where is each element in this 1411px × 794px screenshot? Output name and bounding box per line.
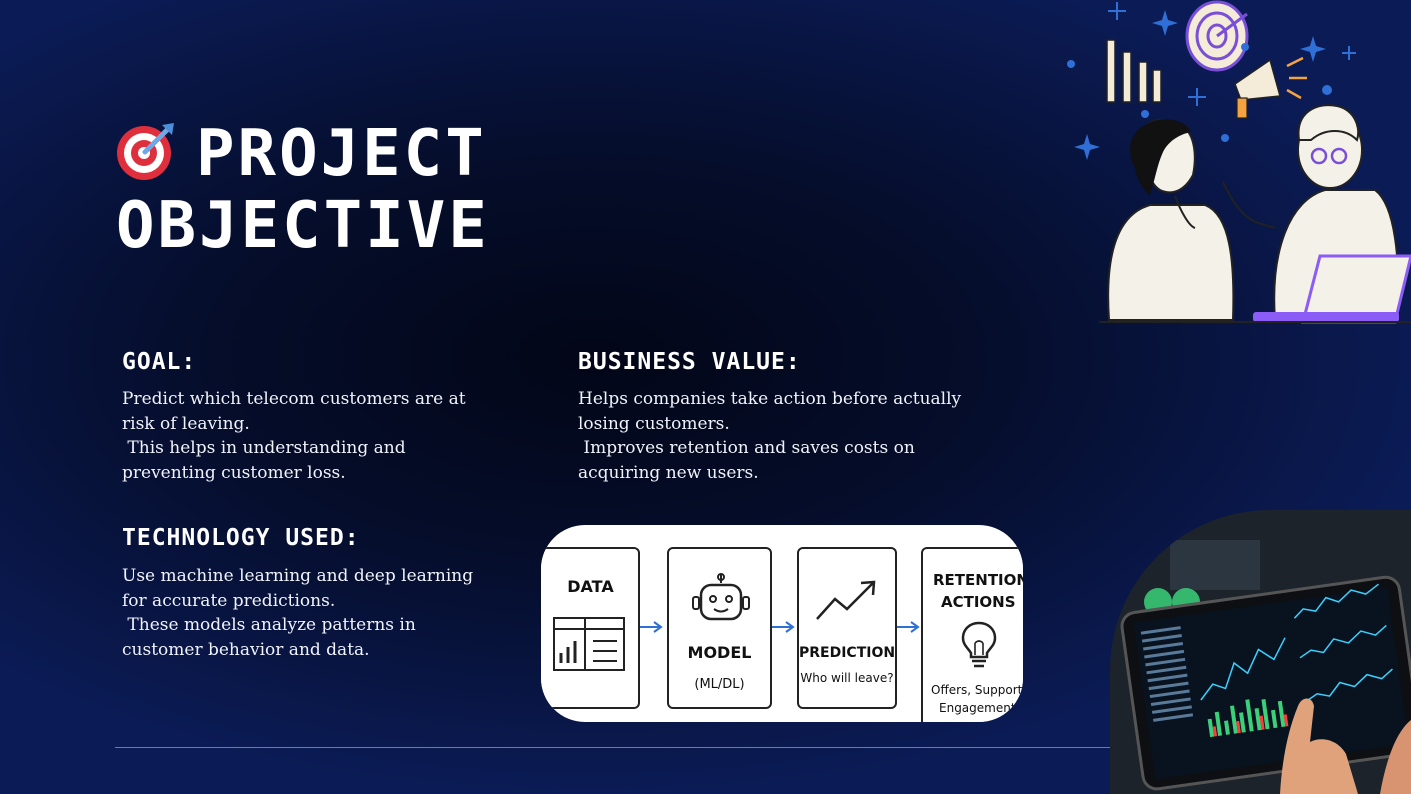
robot-icon	[692, 573, 750, 621]
flow-step-data: DATA	[541, 547, 640, 709]
flow-step-model: MODEL (ML/DL)	[667, 547, 772, 709]
goal-heading: GOAL:	[122, 349, 197, 375]
page-title: PROJECT OBJECTIVE	[116, 118, 490, 262]
flow-arrow-1	[640, 621, 663, 633]
sparkle-decorations	[1067, 10, 1332, 160]
lightbulb-icon	[961, 621, 997, 668]
target-dart-icon	[117, 123, 174, 180]
title-line-1: PROJECT	[116, 118, 490, 190]
megaphone-illustration	[1234, 56, 1307, 119]
technology-text: Use machine learning and deep learning f…	[122, 566, 474, 660]
business-value-text: Helps companies take action before actua…	[578, 389, 962, 483]
flow-step-prediction: PREDICTION Who will leave?	[797, 547, 897, 709]
title-line-2: OBJECTIVE	[116, 189, 490, 263]
technology-heading: TECHNOLOGY USED:	[122, 525, 360, 551]
workflow-diagram: DATA MODEL (ML/DL)	[541, 525, 1023, 722]
bar-chart-illustration	[1106, 39, 1162, 103]
flow-arrow-2	[772, 621, 795, 633]
plus-decorations	[1108, 2, 1356, 106]
flow-step-retention: RETENTION ACTIONS Offers, Support Engage…	[921, 547, 1023, 722]
business-value-heading: BUSINESS VALUE:	[578, 349, 801, 375]
footer-divider	[115, 747, 1130, 748]
tablet-dashboard-graphic	[1110, 510, 1411, 794]
goal-text: Predict which telecom customers are at r…	[122, 389, 466, 483]
flow-arrow-3	[897, 621, 920, 633]
woman-figure	[1107, 119, 1235, 321]
dartboard-illustration	[1185, 0, 1249, 72]
team-illustration	[1067, 0, 1411, 324]
trend-up-icon	[816, 580, 876, 620]
table-chart-icon	[553, 617, 625, 671]
tablet-dashboard-photo	[1110, 510, 1411, 794]
